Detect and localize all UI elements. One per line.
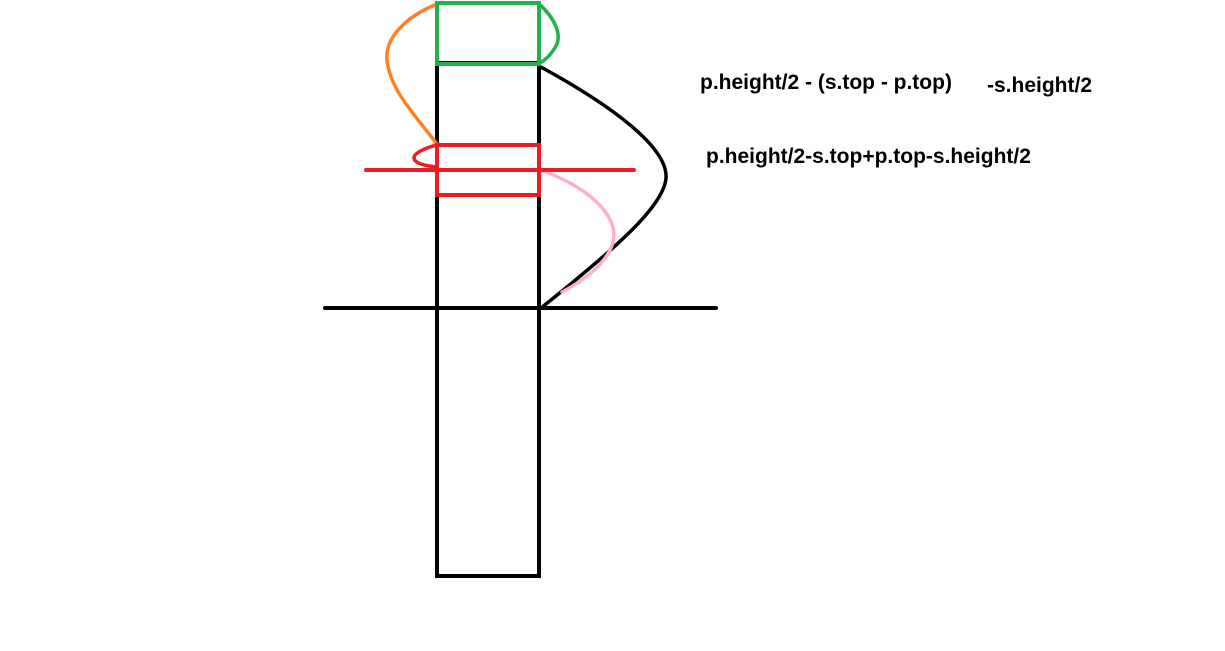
orange-brace [385,2,439,146]
parent-rectangle [435,61,541,578]
pink-brace [538,168,616,294]
black-brace [537,64,668,310]
formula-2: p.height/2-s.top+p.top-s.height/2 [706,145,1031,168]
green-brace [537,2,560,65]
red-brace [412,143,439,169]
formula-1-main: p.height/2 - (s.top - p.top) [700,71,952,94]
top-child-rectangle [435,1,541,66]
middle-child-rectangle [435,143,541,197]
formula-1-tail: -s.height/2 [987,74,1093,97]
